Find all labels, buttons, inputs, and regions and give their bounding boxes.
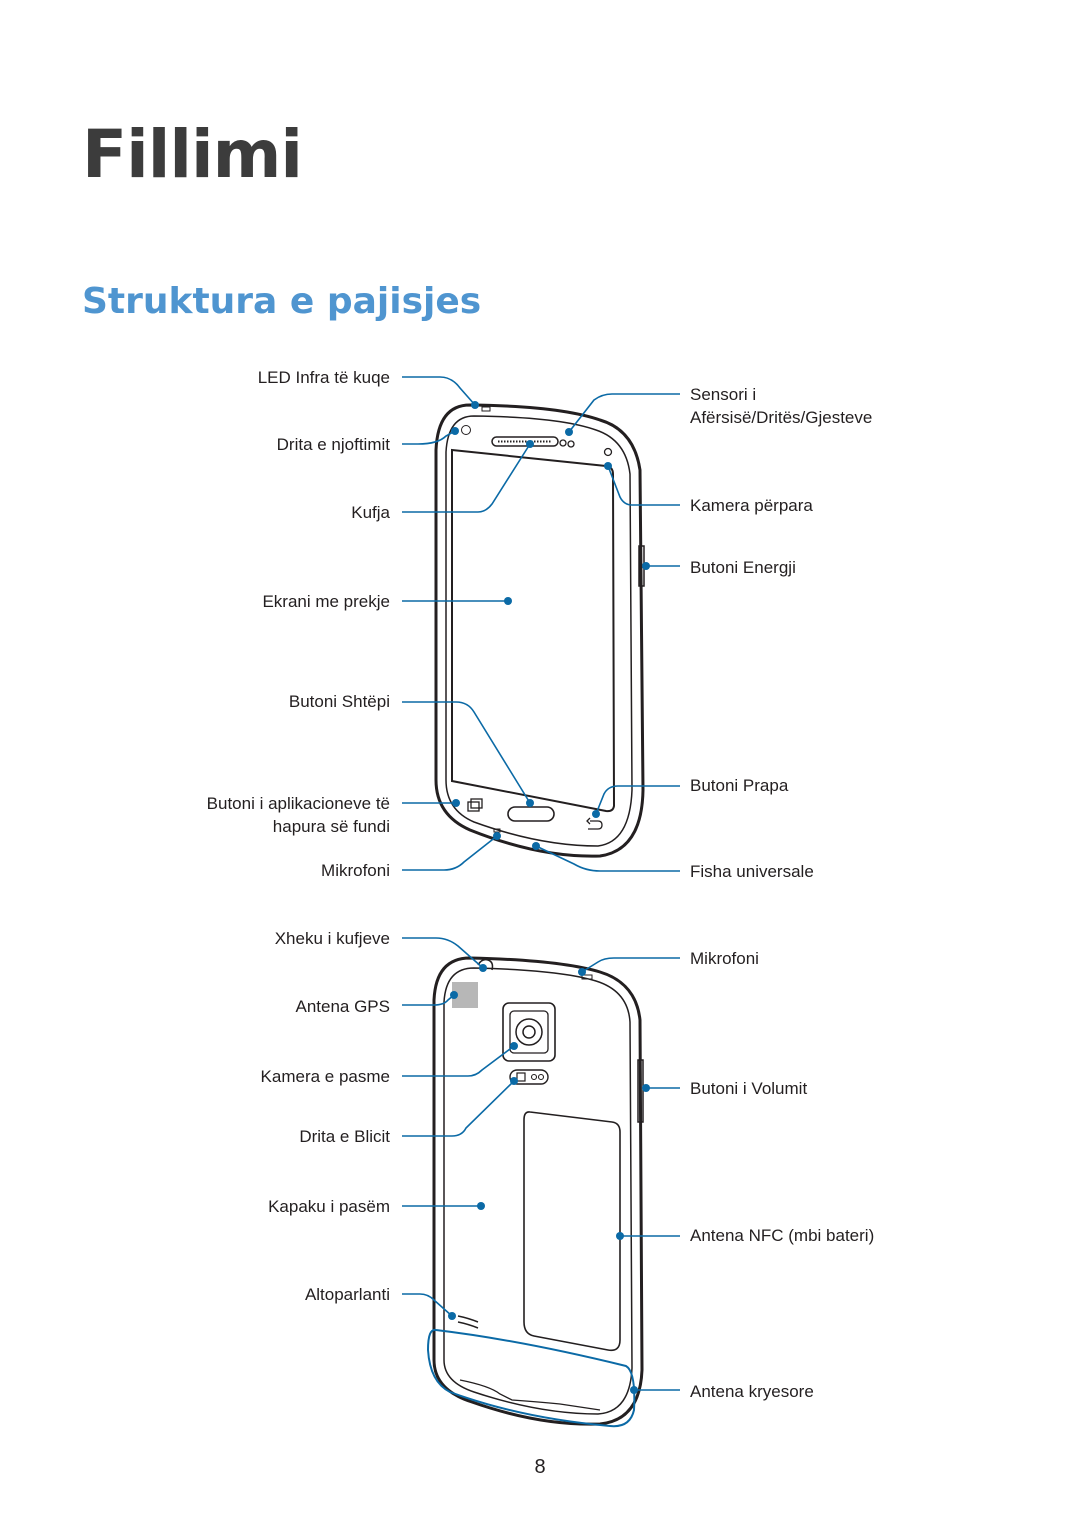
front-callout-dots bbox=[451, 401, 650, 850]
label-recent-apps-line1: Butoni i aplikacioneve të bbox=[206, 794, 390, 813]
label-touchscreen: Ekrani me prekje bbox=[262, 592, 390, 611]
front-callouts bbox=[402, 376, 680, 872]
label-headset-jack: Xheku i kufjeve bbox=[274, 929, 390, 948]
label-recent-apps-line2: hapura së fundi bbox=[272, 817, 390, 836]
label-nfc-antenna: Antena NFC (mbi bateri) bbox=[690, 1226, 875, 1245]
label-back-cover: Kapaku i pasëm bbox=[268, 1197, 390, 1216]
label-front-camera: Kamera përpara bbox=[690, 496, 813, 515]
label-flash: Drita e Blicit bbox=[299, 1127, 390, 1146]
main-antenna-outline bbox=[426, 1328, 636, 1428]
label-notification-light: Drita e njoftimit bbox=[276, 435, 390, 454]
label-sensor-line2: Afërsisë/Dritës/Gjesteve bbox=[690, 408, 873, 427]
section-title: Struktura e pajisjes bbox=[82, 281, 482, 322]
label-volume-button: Butoni i Volumit bbox=[690, 1079, 808, 1098]
back-callout-dots bbox=[448, 964, 650, 1394]
label-universal-jack: Fisha universale bbox=[690, 862, 814, 881]
label-back-microphone: Mikrofoni bbox=[690, 949, 759, 968]
page-number: 8 bbox=[534, 1456, 546, 1478]
back-device-illustration bbox=[432, 956, 644, 1426]
label-speaker: Altoparlanti bbox=[304, 1285, 390, 1304]
label-sensor: Sensori i Afërsisë/Dritës/Gjesteve bbox=[690, 383, 872, 429]
label-led-infra: LED Infra të kuqe bbox=[257, 368, 390, 387]
label-back-button: Butoni Prapa bbox=[690, 776, 789, 795]
label-recent-apps: Butoni i aplikacioneve të hapura së fund… bbox=[207, 792, 390, 838]
label-home-button: Butoni Shtëpi bbox=[288, 692, 390, 711]
label-gps-antenna: Antena GPS bbox=[295, 997, 390, 1016]
back-callouts bbox=[402, 937, 680, 1391]
label-rear-camera: Kamera e pasme bbox=[260, 1067, 390, 1086]
label-earpiece: Kufja bbox=[351, 503, 390, 522]
label-power-button: Butoni Energji bbox=[690, 558, 796, 577]
chapter-title: Fillimi bbox=[82, 116, 303, 193]
label-sensor-line1: Sensori i bbox=[690, 385, 757, 404]
label-main-antenna: Antena kryesore bbox=[690, 1382, 814, 1401]
label-front-microphone: Mikrofoni bbox=[321, 861, 390, 880]
front-device-illustration bbox=[434, 403, 645, 858]
